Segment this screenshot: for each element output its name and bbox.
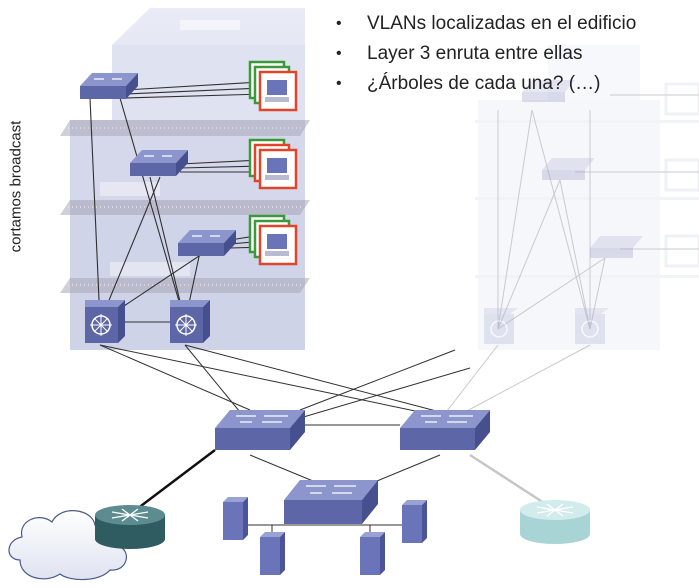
multilayer-switch-faded-2	[575, 308, 609, 344]
bullet-item: VLANs localizadas en el edificio	[330, 10, 636, 40]
server-icon-1	[223, 497, 248, 540]
workstation-group-floor-1	[248, 214, 298, 266]
router-icon-left	[95, 505, 165, 549]
server-icon-4	[402, 500, 427, 543]
workstation-faded-group	[664, 82, 699, 268]
uplinks	[99, 344, 471, 489]
core-switch-left	[215, 410, 305, 450]
side-label: cortamos broadcast	[7, 120, 25, 253]
access-switch-faded-3	[590, 236, 643, 258]
access-switch-floor-2	[130, 150, 188, 176]
bullet-item: ¿Árboles de cada una? (…)	[330, 70, 636, 100]
multilayer-switch-faded-1	[484, 308, 518, 344]
multilayer-switch-right	[170, 300, 210, 343]
server-icon-2	[260, 532, 285, 575]
workstation-group-floor-3	[248, 60, 298, 112]
bullet-list: VLANs localizadas en el edificio Layer 3…	[330, 10, 636, 100]
server-farm-switch	[284, 480, 378, 524]
workstation-group-floor-2	[248, 138, 298, 190]
server-icon-3	[360, 532, 385, 575]
access-switch-floor-3	[80, 73, 138, 99]
core-switch-right	[400, 410, 490, 450]
multilayer-switch-left	[85, 300, 125, 343]
router-icon-right	[520, 500, 590, 544]
access-switch-faded-2	[542, 158, 595, 180]
access-switch-floor-1	[178, 230, 236, 256]
floor-separators-dots	[68, 127, 304, 286]
bullet-item: Layer 3 enruta entre ellas	[330, 40, 636, 70]
